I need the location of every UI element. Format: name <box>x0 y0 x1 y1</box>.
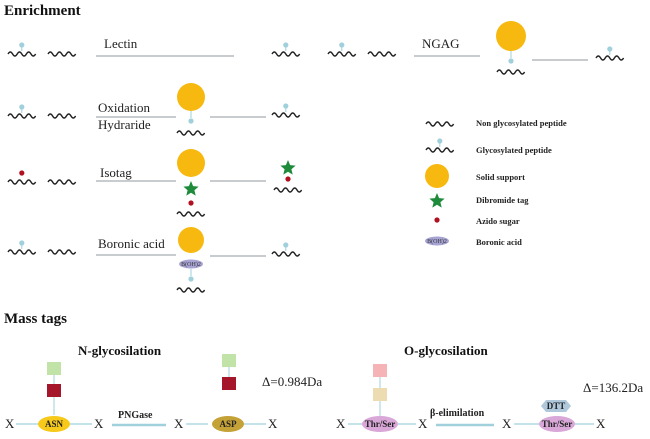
legend-solid-support-label: Solid support <box>476 172 525 182</box>
boronic-acid-oval <box>179 259 203 269</box>
azido-sugar-dot <box>285 176 291 182</box>
non-glycosylated-peptide <box>47 51 77 57</box>
asp-label: ASP <box>219 419 237 429</box>
legend-azido-label: Azido sugar <box>476 216 520 226</box>
glycosylated-peptide <box>327 41 357 57</box>
glycan-square-red <box>222 377 236 390</box>
asn-label: ASN <box>45 419 64 429</box>
x-residue: X <box>268 416 278 431</box>
n-glycosilation-title: N-glycosilation <box>78 343 162 358</box>
lectin-label: Lectin <box>104 36 138 51</box>
oxidation-label: Oxidation <box>98 100 150 115</box>
captured-peptide <box>496 69 526 75</box>
x-residue: X <box>502 416 512 431</box>
x-residue: X <box>418 416 428 431</box>
pngase-label: PNGase <box>118 410 153 421</box>
hydraride-label: Hydraride <box>98 117 151 132</box>
dtt-label: DTT <box>547 401 566 411</box>
boronic-acid-method-label: Boronic acid <box>98 236 165 251</box>
legend-boronic-icon <box>425 236 449 246</box>
glycan-dot <box>508 58 514 64</box>
x-residue: X <box>94 416 104 431</box>
glycan-dot <box>188 276 194 282</box>
glycosylated-peptide <box>7 239 37 255</box>
x-residue: X <box>174 416 184 431</box>
non-glycosylated-peptide <box>367 51 397 57</box>
thr-ser-residue <box>362 416 398 432</box>
boronic-oval-label: B(OH)2 <box>181 261 201 268</box>
mass-tags-heading: Mass tags <box>4 311 67 327</box>
legend-dibromide-label: Dibromide tag <box>476 195 529 205</box>
glycan-dot <box>188 118 194 124</box>
x-residue: X <box>336 416 346 431</box>
legend-boronic-label: Boronic acid <box>476 237 522 247</box>
captured-peptide <box>176 211 206 217</box>
legend-glycosylated-label: Glycosylated peptide <box>476 145 552 155</box>
glycan-square-pink <box>373 364 387 377</box>
n-mass-shift: Δ=0.984Da <box>262 374 322 389</box>
enrichment-heading: Enrichment <box>4 3 81 19</box>
glycan-square-tan <box>373 388 387 401</box>
captured-peptide <box>176 130 206 136</box>
captured-peptide <box>176 287 206 293</box>
glycan-square-red <box>47 384 61 397</box>
solid-support <box>177 149 205 177</box>
glycan-square-green <box>222 354 236 367</box>
isotag-label: Isotag <box>100 165 132 180</box>
beta-elimination-label: β-elimilation <box>430 408 485 419</box>
o-glycosilation-title: O-glycosilation <box>404 343 489 358</box>
azido-peptide <box>7 169 37 185</box>
non-glycosylated-peptide <box>47 113 77 119</box>
thr-ser-label: Thr/Ser <box>365 419 396 429</box>
legend-azido-icon <box>434 217 440 223</box>
legend-non-glycosylated-label: Non glycosylated peptide <box>476 118 567 128</box>
legend-glycosylated-icon <box>425 137 455 153</box>
thr-ser-label: Thr/Ser <box>542 419 573 429</box>
azido-sugar-dot <box>188 200 194 206</box>
solid-support <box>178 227 204 253</box>
legend-dibromide-icon <box>429 193 445 208</box>
glycosylated-peptide <box>271 241 301 257</box>
dibromide-tag-star <box>280 160 296 175</box>
tagged-peptide <box>273 187 303 193</box>
non-glycosylated-peptide <box>47 249 77 255</box>
legend-solid-support-icon <box>425 164 449 188</box>
glycosylated-peptide <box>7 103 37 119</box>
glycan-square-green <box>47 362 61 375</box>
solid-support <box>177 83 205 111</box>
thr-ser-residue <box>539 416 575 432</box>
non-glycosylated-peptide <box>47 179 77 185</box>
legend-non-glycosylated-icon <box>425 121 455 127</box>
dibromide-tag-star <box>183 181 199 196</box>
asn-residue <box>38 416 70 432</box>
solid-support <box>496 21 526 51</box>
x-residue: X <box>596 416 606 431</box>
legend-boronic-oval-label: B(OH)2 <box>427 238 447 245</box>
asp-residue <box>212 416 244 432</box>
glycosylated-peptide <box>271 41 301 57</box>
glycosylated-peptide <box>271 102 301 118</box>
ngag-label: NGAG <box>422 36 460 51</box>
glycosylated-peptide <box>595 45 625 61</box>
dtt-hexagon <box>541 400 571 412</box>
x-residue: X <box>5 416 15 431</box>
o-mass-shift: Δ=136.2Da <box>583 380 643 395</box>
glycosylated-peptide <box>7 41 37 57</box>
